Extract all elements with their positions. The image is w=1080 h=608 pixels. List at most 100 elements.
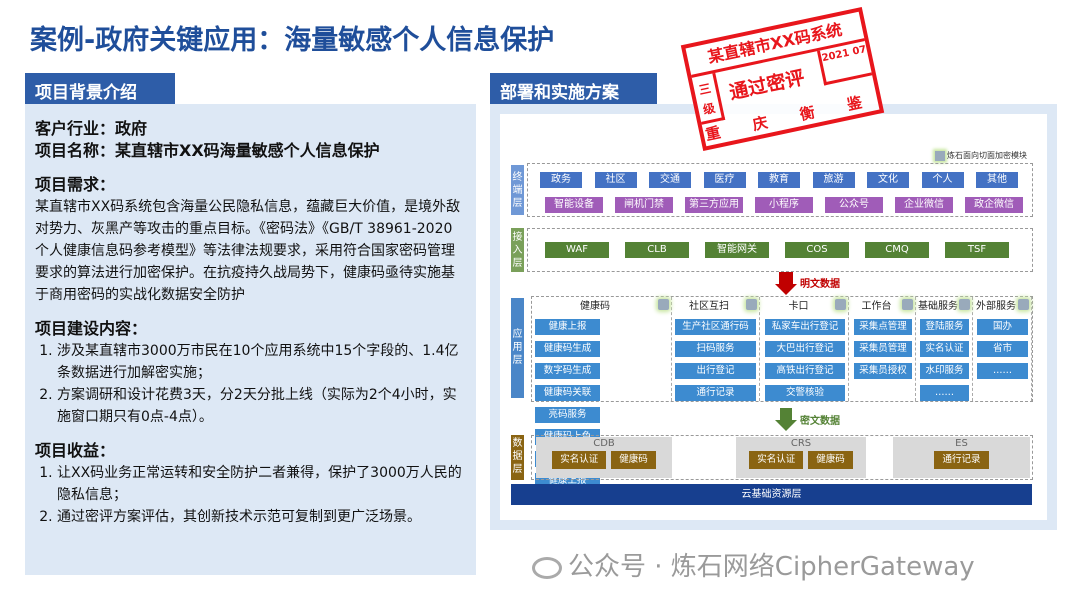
- terminal-item: 社区: [594, 172, 637, 188]
- app-item: ……: [977, 363, 1028, 379]
- encryption-module-icon: [935, 150, 945, 161]
- app-item: 采集员授权: [854, 363, 912, 379]
- terminal-item: 旅游: [812, 172, 855, 188]
- terminal-item: 小程序: [755, 197, 813, 213]
- access-item: TSF: [945, 242, 1009, 258]
- app-group: 社区互扫生产社区通行码扫码服务出行登记通行记录: [672, 297, 760, 401]
- app-group: 外部服务国办省市 ……: [974, 297, 1032, 401]
- access-item: 智能网关: [705, 242, 769, 258]
- app-group-items: 采集点管理采集员管理采集员授权: [851, 319, 915, 379]
- app-item: 登陆服务: [920, 319, 969, 335]
- watermark: 公众号 · 炼石网络CipherGateway: [532, 546, 975, 583]
- terminal-item: 公众号: [825, 197, 883, 213]
- app-group: 健康码健康上报健康码生成数字码生成健康码关联亮码服务健康码上色健康上报健康上报: [532, 297, 672, 489]
- app-item: 生产社区通行码: [675, 319, 756, 335]
- project-name: 项目名称：某直辖市XX码海量敏感个人信息保护: [35, 141, 380, 160]
- background-panel: 客户行业：政府 项目名称：某直辖市XX码海量敏感个人信息保护 项目需求： 某直辖…: [25, 104, 476, 575]
- lock-icon: [835, 299, 846, 310]
- app-item: 省市: [977, 341, 1028, 357]
- access-layer-box: [527, 228, 1033, 272]
- app-item: 国办: [977, 319, 1028, 335]
- module-label: 炼石面向切面加密模块: [947, 151, 1027, 160]
- module-legend: 炼石面向切面加密模块: [935, 150, 1027, 161]
- database-item: 实名认证: [749, 451, 804, 469]
- gain-item: 通过密评方案评估，其创新技术示范可复制到更广泛场景。: [57, 506, 466, 528]
- app-item: 水印服务: [920, 363, 969, 379]
- app-group-items: 登陆服务实名认证水印服务……: [917, 319, 972, 401]
- cipher-arrow-head-icon: [775, 420, 797, 431]
- plain-arrow-icon: [779, 272, 793, 284]
- terminal-item: 政企微信: [965, 197, 1023, 213]
- terminal-item: 个人: [921, 172, 964, 188]
- build-item: 涉及某直辖市3000万市民在10个应用系统中15个字段的、1.4亿条数据进行加解…: [57, 340, 466, 384]
- build-item: 方案调研和设计花费3天，分2天分批上线（实际为2个4小时，实施窗口期只有0点-4…: [57, 384, 466, 428]
- terminal-item: 文化: [867, 172, 909, 188]
- app-item: 亮码服务: [535, 407, 600, 423]
- stamp-main: 通过密评: [727, 66, 807, 105]
- build-title: 项目建设内容：: [35, 319, 148, 338]
- app-item: 大巴出行登记: [765, 341, 845, 357]
- database-items: 通行记录: [893, 451, 1030, 469]
- app-group: 基础服务登陆服务实名认证水印服务……: [917, 297, 973, 401]
- lock-icon: [746, 299, 757, 310]
- app-group-title: 基础服务: [918, 301, 958, 312]
- wechat-icon: [532, 556, 562, 579]
- app-item: 交警核验: [765, 385, 845, 401]
- app-group-title: 外部服务: [976, 301, 1016, 312]
- gain-item: 让XX码业务正常运转和安全防护二者兼得，保护了3000万人民的隐私信息；: [57, 462, 466, 506]
- app-item: 采集员管理: [854, 341, 912, 357]
- terminal-item: 闸机门禁: [615, 197, 673, 213]
- database-item: 实名认证: [552, 451, 607, 469]
- terminal-item: 其他: [976, 172, 1018, 188]
- database-item: 健康码: [611, 451, 656, 469]
- app-group: 卡口私家车出行登记大巴出行登记高铁出行登记交警核验: [762, 297, 849, 401]
- app-layer-label: 应用层: [511, 298, 524, 398]
- terminal-item: 政务: [540, 172, 582, 188]
- build-list: 涉及某直辖市3000万市民在10个应用系统中15个字段的、1.4亿条数据进行加解…: [35, 340, 466, 428]
- data-layer-label: 数据层: [511, 435, 524, 480]
- app-item: 健康上报: [535, 319, 600, 335]
- background-header: 项目背景介绍: [25, 73, 175, 104]
- app-item: 高铁出行登记: [765, 363, 845, 379]
- lock-icon: [959, 299, 970, 310]
- app-group-title: 健康码: [580, 301, 610, 312]
- terminal-item: 智能设备: [545, 197, 603, 213]
- app-group-title: 工作台: [861, 301, 892, 312]
- access-item: CLB: [625, 242, 689, 258]
- app-item: 采集点管理: [854, 319, 912, 335]
- database-item: 通行记录: [934, 451, 989, 469]
- app-group-items: 国办省市 ……: [974, 319, 1031, 379]
- access-layer-label: 接入层: [511, 228, 524, 272]
- app-group-items: 私家车出行登记大巴出行登记高铁出行登记交警核验: [762, 319, 848, 401]
- data-layer-box: [531, 435, 1033, 480]
- database-title: CRS: [790, 438, 812, 449]
- app-group: 工作台采集点管理采集员管理采集员授权: [851, 297, 916, 401]
- requirements-text: 某直辖市XX码系统包含海量公民隐私信息，蕴藏巨大价值，是境外敌对势力、灰黑产等攻…: [35, 199, 461, 303]
- lock-icon: [658, 299, 669, 310]
- database-box: CRS 实名认证健康码: [736, 437, 866, 478]
- terminal-item: 企业微信: [895, 197, 953, 213]
- page-title: 案例-政府关键应用：海量敏感个人信息保护: [30, 25, 555, 56]
- app-item: 扫码服务: [675, 341, 756, 357]
- app-item: 通行记录: [675, 385, 756, 401]
- database-box: ES 通行记录: [893, 437, 1030, 478]
- database-item: 健康码: [808, 451, 853, 469]
- app-group-items: 生产社区通行码扫码服务出行登记通行记录: [672, 319, 759, 401]
- app-item: 健康码关联: [535, 385, 600, 401]
- gain-list: 让XX码业务正常运转和安全防护二者兼得，保护了3000万人民的隐私信息； 通过密…: [35, 462, 466, 528]
- terminal-item: 第三方应用: [685, 197, 743, 213]
- app-group-title: 社区互扫: [689, 301, 729, 312]
- database-items: 实名认证健康码: [536, 451, 672, 469]
- plain-data-label: 明文数据: [800, 279, 840, 290]
- app-layer-box: [531, 296, 1033, 402]
- terminal-item: 教育: [758, 172, 800, 188]
- access-item: COS: [785, 242, 849, 258]
- database-title: ES: [955, 438, 968, 449]
- terminal-item: 医疗: [703, 172, 746, 188]
- stamp-level: 三级: [691, 72, 726, 125]
- watermark-text: 公众号 · 炼石网络CipherGateway: [568, 552, 975, 582]
- requirements-title: 项目需求：: [35, 175, 116, 194]
- lock-icon: [1018, 299, 1029, 310]
- app-group-title: 卡口: [788, 301, 809, 312]
